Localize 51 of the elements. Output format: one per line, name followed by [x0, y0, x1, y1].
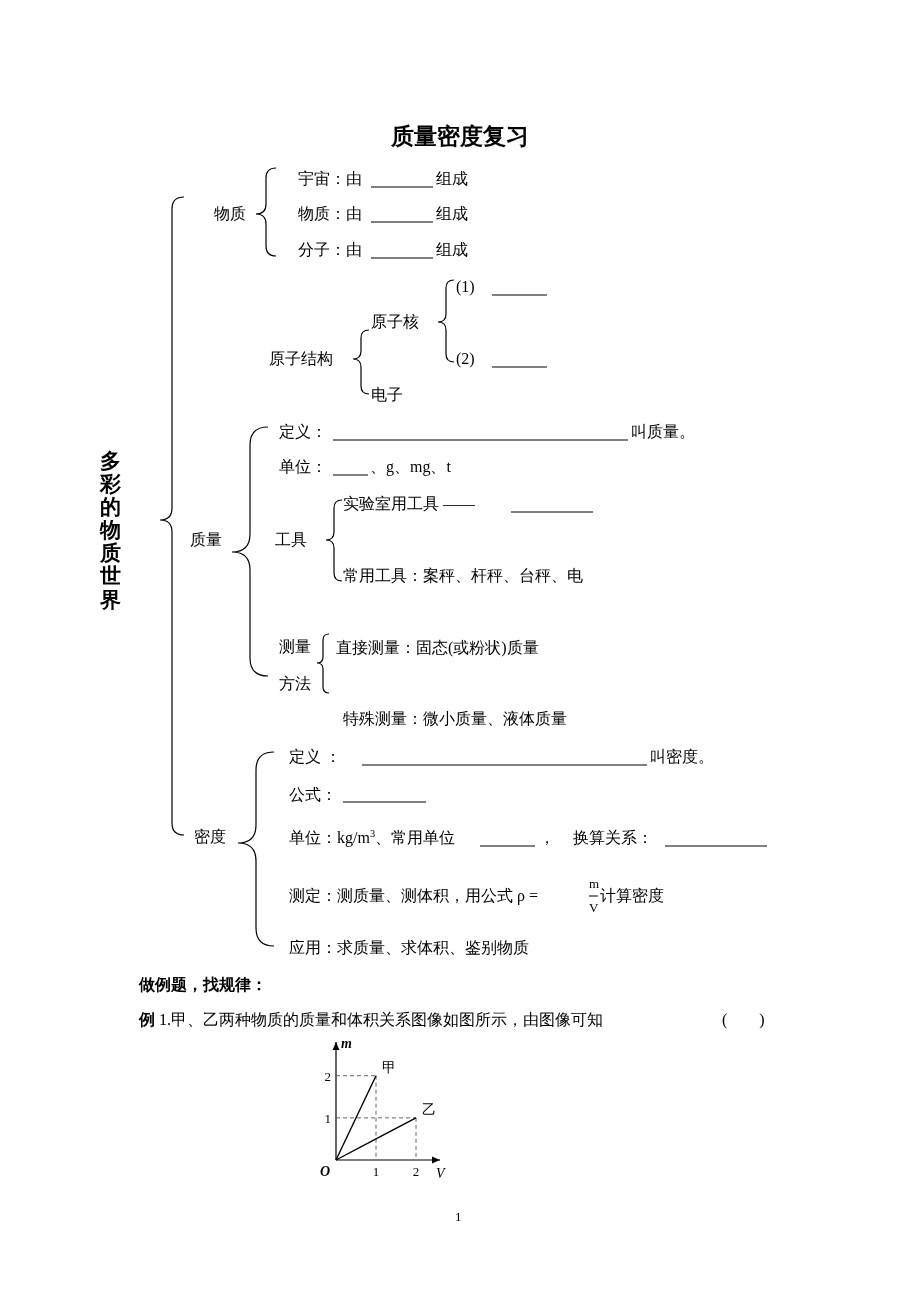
text-label: 定义 ：	[289, 747, 341, 767]
text-label: 组成	[436, 204, 468, 224]
axis-label: m	[341, 1036, 352, 1051]
text-label: m	[589, 875, 600, 893]
text-label: (1)	[456, 277, 475, 297]
text-label: 质量	[190, 530, 222, 550]
text-label: 测定：测质量、测体积，用公式 ρ =	[289, 886, 538, 906]
text-label: 定义：	[279, 422, 327, 442]
text-label: 公式：	[289, 785, 337, 805]
tick-label: 2	[412, 1164, 420, 1179]
text-label: 常用工具：案秤、杆秤、台秤、电	[343, 566, 583, 586]
tick-label: 1	[372, 1164, 380, 1179]
text-label: 叫密度。	[650, 747, 714, 767]
series-label: 乙	[422, 1101, 436, 1117]
text-label: 电子	[371, 385, 403, 405]
tick-label: 1	[324, 1110, 331, 1126]
text-label: 直接测量：固态(或粉状)质量	[336, 638, 539, 658]
text-label: 例 1.甲、乙两种物质的质量和体积关系图像如图所示，由图像可知	[139, 1010, 603, 1030]
text-label: 宇宙：由	[298, 169, 362, 189]
text-label: 组成	[436, 240, 468, 260]
tick-label: 2	[324, 1068, 331, 1084]
text-label: 原子结构	[269, 349, 333, 369]
text-label: 实验室用工具 ——	[343, 494, 475, 514]
text-label: 原子核	[371, 312, 419, 332]
text-label: (2)	[456, 349, 475, 369]
origin-label: O	[319, 1164, 330, 1179]
text-label: 1	[455, 1208, 462, 1226]
text-label: 物质：由	[298, 204, 362, 224]
text-label: ，	[539, 828, 555, 848]
text-label: 测量	[279, 637, 311, 657]
text-label: 密度	[194, 827, 226, 847]
text-label: 换算关系：	[573, 828, 653, 848]
text-label: 做例题，找规律：	[139, 975, 267, 995]
text-label: 单位：	[279, 457, 327, 477]
text-label: 组成	[436, 169, 468, 189]
series-label: 甲	[382, 1059, 396, 1075]
text-label: 、g、mg、t	[370, 457, 451, 477]
text-label: 计算密度	[600, 886, 664, 906]
text-label: 特殊测量：微小质量、液体质量	[343, 709, 567, 729]
text-label: 方法	[279, 674, 311, 694]
text-label: 物质	[214, 204, 246, 224]
text-label: 工具	[275, 530, 307, 550]
title: 质量密度复习	[390, 123, 530, 151]
text-label: 叫质量。	[631, 422, 695, 442]
text-label: 分子：由	[298, 240, 362, 260]
text-label: 单位：kg/m$^{3}$、常用单位	[289, 828, 456, 848]
text-label: ( )	[722, 1010, 765, 1030]
axis-label: V	[436, 1166, 445, 1181]
text-label: 应用：求质量、求体积、鉴别物质	[289, 938, 529, 958]
text-label: V	[589, 899, 599, 917]
vertical-heading: 多彩的物质世界	[100, 450, 121, 612]
